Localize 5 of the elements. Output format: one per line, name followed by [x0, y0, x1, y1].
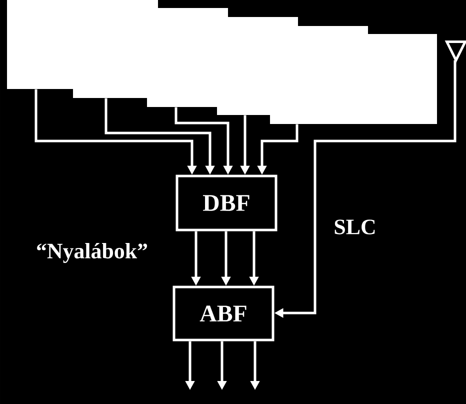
process-box: DBF	[176, 174, 278, 232]
process-box: ABF	[172, 286, 274, 342]
label: “Nyalábok”	[37, 243, 148, 263]
panel	[270, 34, 437, 124]
label: SLC	[334, 220, 375, 234]
